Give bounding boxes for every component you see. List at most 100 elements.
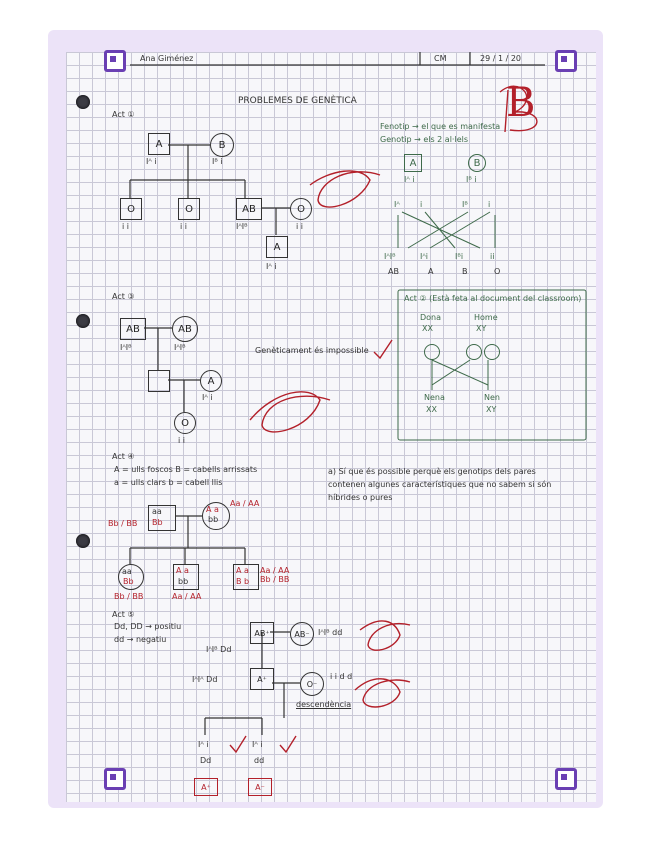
act4-label: Act ④ (112, 452, 135, 461)
act2-nen-genotype: XY (486, 405, 497, 414)
act5-rule-2: dd → negatiu (114, 635, 167, 644)
genotype-definition: Genotip → els 2 al·lels (380, 135, 469, 144)
act4-kid-2-note: Aa / AA (172, 592, 202, 601)
act5-kid-1-result: A⁺ (194, 778, 218, 796)
result-phenotype-3: B (462, 267, 468, 276)
act4-father-a: aa (152, 507, 162, 516)
act4-father (148, 505, 176, 531)
class-code: CM (434, 54, 447, 63)
result-phenotype-1: AB (388, 267, 399, 276)
act2-nen: Nen (484, 393, 500, 402)
binder-hole (76, 95, 90, 109)
act3-parent-2: AB (172, 316, 198, 342)
act5-spouse-genotype: i i d d (330, 672, 353, 681)
act5-parent-1: AB⁺ (250, 622, 274, 644)
act4-kid-1 (118, 564, 144, 590)
act2-gamete-x (424, 344, 440, 360)
act5-rule-1: Dd, DD → positiu (114, 622, 182, 631)
act1-child-1: O (120, 198, 142, 220)
punnett-right-parent: B (468, 154, 486, 172)
act1-grandchild: A (266, 236, 288, 258)
act5-kid-1-d: Dd (200, 756, 212, 765)
act4-kid-1-note: Bb / BB (114, 592, 144, 601)
act2-home: Home (474, 313, 498, 322)
student-name: Ana Giménez (140, 54, 194, 63)
punnett-right-genotype: Iᴮ i (466, 175, 477, 184)
result-phenotype-2: A (428, 267, 434, 276)
binder-hole (76, 534, 90, 548)
phenotype-definition: Fenotip → el que es manifesta (380, 122, 501, 131)
act1-parent-b: B (210, 133, 234, 157)
act4-kid-3 (233, 564, 259, 590)
punnett-left-genotype: Iᴬ i (404, 175, 415, 184)
page-title: PROBLEMES DE GENÈTICA (238, 96, 357, 106)
act5-spouse: O⁻ (300, 672, 324, 696)
act1-child-1-genotype: i i (122, 222, 129, 231)
act1-child-4: O (290, 198, 312, 220)
act4-kid-3-b: B b (236, 577, 250, 586)
act1-child-4-genotype: i i (296, 222, 303, 231)
act4-kid-3-note: Aa / AA Bb / BB (260, 566, 290, 584)
act1-parent-a-genotype: Iᴬ i (146, 157, 157, 166)
gamete-1: Iᴬ (394, 200, 400, 209)
act1-child-2-genotype: i i (180, 222, 187, 231)
act5-child-genotype: IᴬIᴬ Dd (192, 675, 218, 684)
act4-father-b: Bb (152, 518, 163, 527)
result-phenotype-4: O (494, 267, 501, 276)
act1-label: Act ① (112, 110, 135, 119)
act3-note: Genèticament és impossible (255, 346, 369, 355)
act2-dona-genotype: XX (422, 324, 433, 333)
act5-parent-2: AB⁻ (290, 622, 314, 646)
act4-mother-b: bb (208, 515, 219, 524)
act3-grandchild: O (174, 412, 196, 434)
act4-mother (202, 502, 230, 530)
binder-hole (76, 314, 90, 328)
act1-grandchild-genotype: Iᴬ i (266, 262, 277, 271)
act4-answer: a) Sí que és possible perquè els genotip… (328, 467, 552, 502)
act2-nena: Nena (424, 393, 445, 402)
act2-gamete-x2 (466, 344, 482, 360)
act4-kid-2-b: bb (178, 577, 189, 586)
act4-kid-1-a: aa (122, 567, 132, 576)
date: 29 / 1 / 20 (480, 54, 522, 63)
act5-parent-2-genotype: IᴬIᴮ dd (318, 628, 343, 637)
act4-kid-2 (173, 564, 199, 590)
act5-descendencia: descendència (296, 700, 352, 709)
act4-mother-a: A a (206, 505, 219, 514)
notebook-logo-icon (104, 768, 126, 790)
act5-child: A⁺ (250, 668, 274, 690)
act1-parent-a: A (148, 133, 170, 155)
act2-label: Act ② (Està feta al document del classro… (404, 294, 582, 303)
act4-kid-1-b: Bb (123, 577, 134, 586)
act2-gamete-y (484, 344, 500, 360)
act3-parent-1: AB (120, 318, 146, 340)
act3-parent-2-genotype: IᴬIᴮ (174, 343, 186, 352)
act3-grandchild-genotype: i i (178, 436, 185, 445)
act5-parent-1-genotype: IᴬIᴮ Dd (206, 645, 232, 654)
act5-kid-2-d: dd (254, 756, 265, 765)
act5-kid-1-genotype: Iᴬ i (198, 740, 209, 749)
act1-parent-b-genotype: Iᴮ i (212, 157, 223, 166)
notebook-logo-icon (555, 768, 577, 790)
act3-label: Act ③ (112, 292, 135, 301)
act4-father-note: Bb / BB (108, 519, 138, 528)
act4-mother-note: Aa / AA (230, 499, 260, 508)
notebook-logo-icon (104, 50, 126, 72)
act4-legend-2: a = ulls clars b = cabell llis (114, 478, 223, 487)
result-genotype-1: IᴬIᴮ (384, 252, 396, 261)
act3-child (148, 370, 170, 392)
act3-spouse-genotype: Iᴬ i (202, 393, 213, 402)
act3-spouse: A (200, 370, 222, 392)
gamete-4: i (488, 200, 491, 209)
grade-mark: B (506, 80, 536, 126)
act4-kid-3-a: A a (236, 566, 249, 575)
act2-dona: Dona (420, 313, 442, 322)
act3-parent-1-genotype: IᴬIᴮ (120, 343, 132, 352)
notebook-sheet (48, 30, 603, 808)
act2-home-genotype: XY (476, 324, 487, 333)
act5-label: Act ⑤ (112, 610, 135, 619)
act4-legend-1: A = ulls foscos B = cabells arrissats (114, 465, 258, 474)
grid-paper (66, 52, 596, 802)
notebook-logo-icon (555, 50, 577, 72)
